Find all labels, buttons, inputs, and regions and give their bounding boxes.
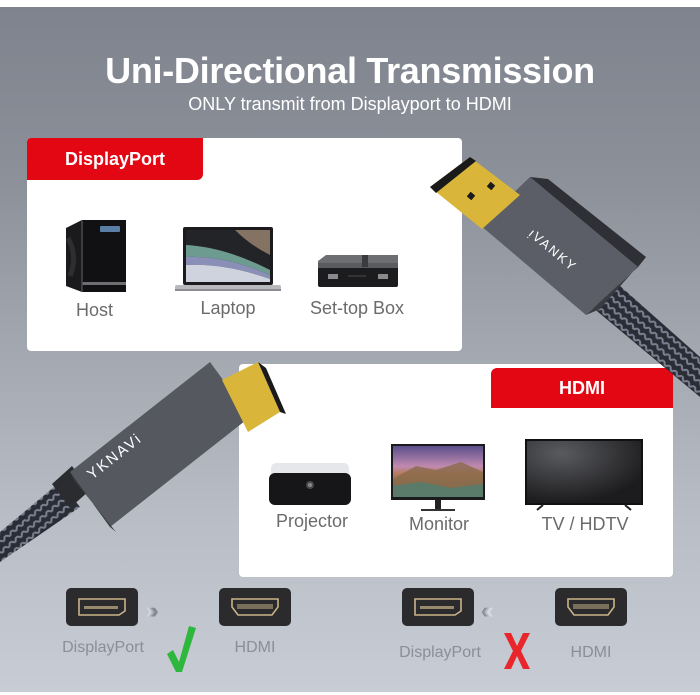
hdmi-port-allowed (219, 588, 291, 626)
hdmi-port-blocked (555, 588, 627, 626)
page-subtitle: ONLY transmit from Displayport to HDMI (188, 94, 512, 114)
check-icon (167, 626, 196, 672)
device-label-tv: TV / HDTV (541, 514, 629, 534)
label-displayport-blocked: DisplayPort (399, 644, 481, 661)
device-label-monitor: Monitor (408, 514, 470, 534)
arrow-left-icon: ‹ ‹ ‹ ‹ ‹ (481, 598, 494, 623)
page-title: Uni-Directional Transmission (105, 50, 595, 91)
device-label-projector: Projector (275, 511, 349, 531)
monitor-icon (391, 444, 485, 511)
displayport-port-blocked (402, 588, 474, 626)
arrow-right-icon: › › › › › (146, 598, 159, 623)
label-displayport-allowed: DisplayPort (62, 639, 144, 656)
set-top-box-icon (318, 255, 398, 287)
hdmi-tag: HDMI (491, 368, 673, 408)
displayport-tag: DisplayPort (27, 138, 203, 180)
desktop-tower-icon (65, 220, 126, 292)
projector-icon (269, 463, 351, 505)
hdmi-target-card: HDMI Projector (239, 364, 673, 577)
hdmi-port-icon (567, 598, 615, 616)
device-label-host: Host (75, 300, 113, 320)
tv-icon (525, 439, 643, 511)
displayport-port-allowed (66, 588, 138, 626)
displayport-source-card: DisplayPort Host Laptop (27, 138, 462, 351)
hdmi-cable-image: YKNAVi (0, 362, 286, 562)
label-hdmi-blocked: HDMI (570, 644, 612, 661)
displayport-port-icon (414, 598, 462, 616)
device-label-set-top-box: Set-top Box (309, 298, 405, 318)
hdmi-port-icon (231, 598, 279, 616)
label-hdmi-allowed: HDMI (234, 639, 276, 656)
cross-icon (504, 633, 530, 669)
device-label-laptop: Laptop (200, 298, 256, 318)
bottom-border (0, 692, 700, 695)
laptop-icon (175, 227, 281, 291)
infographic-canvas: Uni-Directional Transmission ONLY transm… (0, 7, 700, 692)
displayport-cable-image: ᴉVANKY (430, 157, 700, 397)
displayport-port-icon (78, 598, 126, 616)
